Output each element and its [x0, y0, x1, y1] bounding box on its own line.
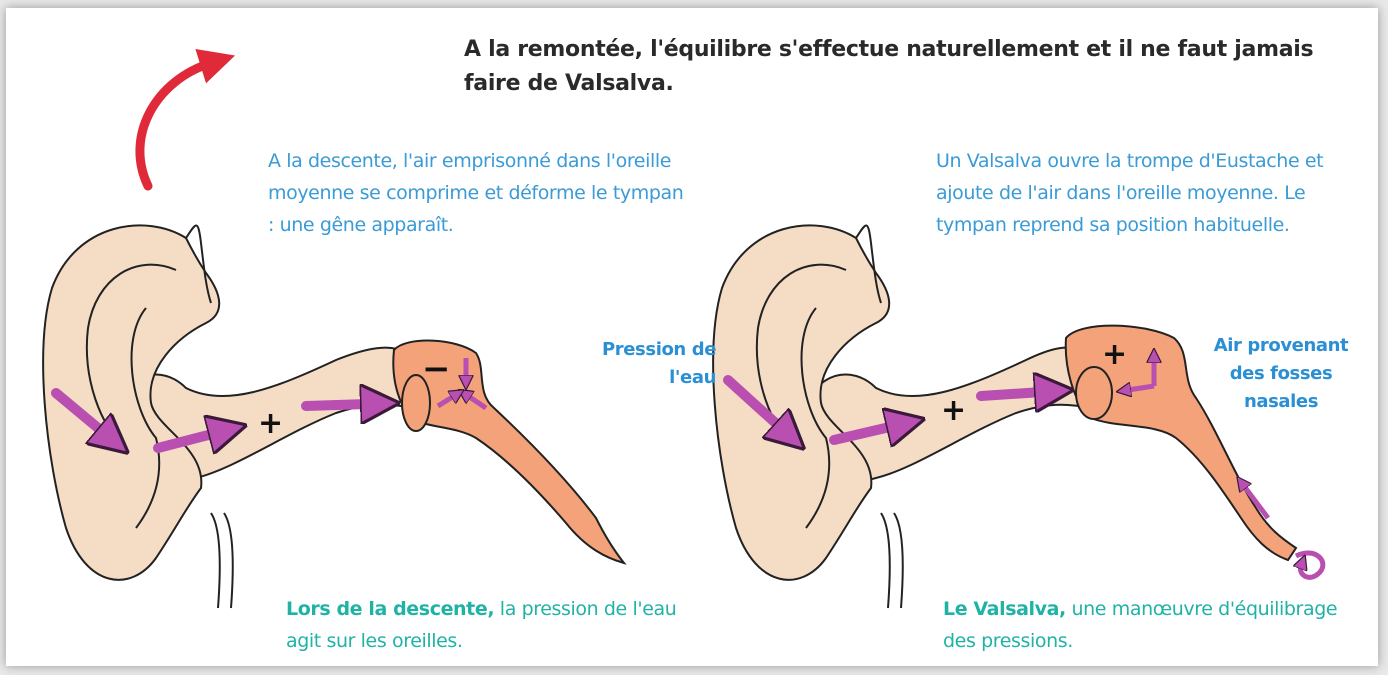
- left-caption-bold: Lors de la descente,: [286, 598, 494, 620]
- right-eardrum: [1076, 367, 1112, 419]
- right-middle-ear-plus: +: [1102, 337, 1127, 372]
- left-caption: Lors de la descente, la pression de l'ea…: [286, 593, 706, 657]
- nasal-air-label: Air provenant des fosses nasales: [1211, 332, 1351, 416]
- ascent-note: A la remontée, l'équilibre s'effectue na…: [464, 33, 1369, 101]
- water-pressure-label: Pression de l'eau: [586, 336, 716, 392]
- ascent-arrow-icon: [140, 63, 211, 186]
- left-skin-strip-bottom: [211, 513, 233, 608]
- valsalva-explanation: Un Valsalva ouvre la trompe d'Eustache e…: [936, 145, 1356, 241]
- right-caption: Le Valsalva, une manœuvre d'équilibrage …: [943, 593, 1343, 657]
- left-middle-ear-minus: −: [422, 349, 451, 389]
- right-skin-strip-bottom: [881, 513, 903, 608]
- descent-explanation: A la descente, l'air emprisonné dans l'o…: [268, 145, 688, 241]
- right-caption-bold: Le Valsalva,: [943, 598, 1066, 620]
- right-canal-plus: +: [941, 393, 966, 428]
- left-arrow-canal-2: [306, 404, 368, 406]
- diagram-card: + − + + A la remontée, l'équilibre s'eff…: [6, 8, 1378, 666]
- right-nasal-curl-icon: [1296, 553, 1323, 577]
- left-ear-illustration: + −: [43, 225, 624, 608]
- left-canal-plus: +: [258, 406, 283, 441]
- right-ear-illustration: + +: [713, 225, 1323, 608]
- right-arrow-canal-2: [981, 392, 1042, 396]
